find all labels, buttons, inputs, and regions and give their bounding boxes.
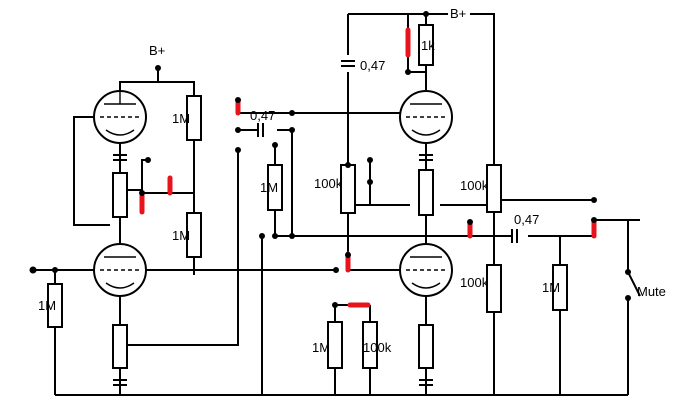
resistor-1m-right	[552, 264, 568, 311]
label-r-100k-bottom: 100k	[363, 340, 392, 355]
label-mute: Mute	[637, 284, 666, 299]
resistor-1m-top	[186, 95, 202, 141]
tube-top-left	[93, 90, 147, 144]
label-bplus-left: B+	[149, 43, 165, 58]
resistor-1m-inner	[267, 164, 283, 211]
resistor-100k-right-low	[486, 264, 502, 313]
resistor-1m-input	[47, 283, 63, 328]
resistor-1m-bottom	[327, 321, 343, 369]
label-cap-047-right: 0,47	[514, 212, 539, 227]
label-bplus-right: B+	[450, 6, 466, 21]
label-pot-100k-mid: 100k	[314, 176, 343, 191]
label-cap-047-top: 0,47	[360, 58, 385, 73]
tube-bottom-left	[93, 243, 147, 297]
resistor-100k-bottom	[362, 321, 378, 369]
label-r-1m-top: 1M	[172, 111, 190, 126]
label-r-1m-input: 1M	[38, 298, 56, 313]
resistor-1m-mid	[186, 212, 202, 258]
label-r-1m-inner: 1M	[260, 180, 278, 195]
resistor-cathode-bottom-left	[112, 324, 128, 369]
capacitor-047-right	[511, 229, 518, 243]
pot-100k-mid	[340, 164, 356, 214]
cathode-caps	[113, 154, 433, 386]
tube-top-right	[399, 90, 453, 144]
wiring	[33, 13, 641, 396]
pot-100k-right	[486, 164, 502, 213]
label-r-1k: 1k	[421, 38, 435, 53]
label-r-1m-mid: 1M	[172, 228, 190, 243]
resistor-cathode-top-right	[418, 169, 434, 216]
resistor-cathode-top-left	[112, 172, 128, 218]
labels: B+ B+ 1M 1M 1M 1M 1M 1M 1k 100k 100k 100…	[38, 6, 666, 355]
resistors	[47, 24, 568, 369]
label-pot-100k-right: 100k	[460, 178, 489, 193]
resistor-cathode-bottom-right	[418, 324, 434, 369]
label-cap-047-left: 0,47	[250, 108, 275, 123]
capacitor-047-top	[341, 60, 355, 67]
tube-bottom-right	[399, 243, 453, 297]
junction-dots	[29, 11, 631, 308]
capacitor-047-left	[257, 123, 264, 137]
label-r-100k-right-low: 100k	[460, 275, 489, 290]
label-r-1m-bottom: 1M	[312, 340, 330, 355]
mute-switch[interactable]	[618, 266, 638, 304]
label-r-1m-right: 1M	[542, 280, 560, 295]
capacitors	[257, 60, 518, 243]
resistor-1k	[418, 24, 434, 66]
